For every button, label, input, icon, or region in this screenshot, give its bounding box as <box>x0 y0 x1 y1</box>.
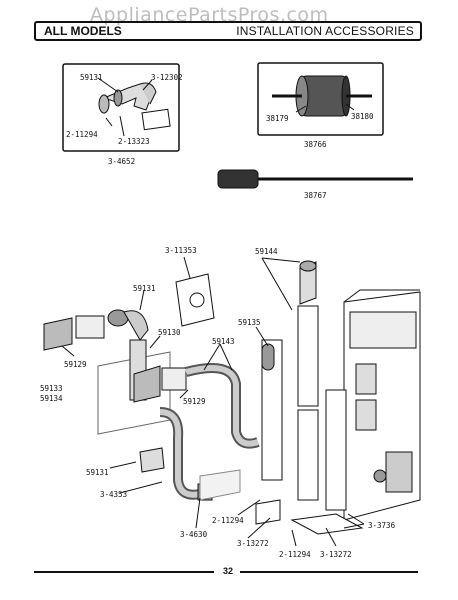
part-3-4353: 3-4353 <box>100 490 128 499</box>
footer-rule-right <box>240 571 418 573</box>
part-2-13323: 2-13323 <box>118 137 150 146</box>
part-59130: 59130 <box>158 328 181 337</box>
vent-hood-2 <box>133 365 161 403</box>
kit-a-plate <box>141 108 171 131</box>
part-59134: 59134 <box>40 394 63 403</box>
part-2-11294: 2-11294 <box>66 130 98 139</box>
hole-saw <box>301 75 347 117</box>
part-59129-a: 59129 <box>64 360 87 369</box>
part-38180: 38180 <box>351 112 374 121</box>
part-3-13272-a: 3-13272 <box>237 539 269 548</box>
part-3-13272-b: 3-13272 <box>320 550 352 559</box>
part-59143: 59143 <box>212 337 235 346</box>
part-59131-b: 59131 <box>86 468 109 477</box>
part-59133: 59133 <box>40 384 63 393</box>
kit-b-frame <box>257 62 384 136</box>
part-3-3736: 3-3736 <box>368 521 396 530</box>
part-59129-b: 59129 <box>183 397 206 406</box>
watermark: AppliancePartsPros.com <box>90 4 329 26</box>
drill-chuck <box>217 169 259 189</box>
part-2-11294-a: 2-11294 <box>212 516 244 525</box>
kit-3-4652: 3-4652 <box>108 157 136 166</box>
section-title: INSTALLATION ACCESSORIES <box>236 24 414 38</box>
part-3-4630: 3-4630 <box>180 530 208 539</box>
vent-hood-1 <box>43 317 73 351</box>
part-59144: 59144 <box>255 247 278 256</box>
part-3-11353: 3-11353 <box>165 246 197 255</box>
part-38767: 38767 <box>304 191 327 200</box>
part-2-11294-b: 2-11294 <box>279 550 311 559</box>
part-59131-a: 59131 <box>133 284 156 293</box>
footer-rule-left <box>34 571 214 573</box>
part-59135: 59135 <box>238 318 261 327</box>
part-3-12302: 3-12302 <box>151 73 183 82</box>
page-header: ALL MODELS INSTALLATION ACCESSORIES <box>34 21 422 41</box>
part-38179: 38179 <box>266 114 289 123</box>
page-number: 32 <box>223 566 234 576</box>
kit-a-frame <box>62 63 180 152</box>
part-59131: 59131 <box>80 73 103 82</box>
kit-38766: 38766 <box>304 140 327 149</box>
models-label: ALL MODELS <box>44 24 122 38</box>
